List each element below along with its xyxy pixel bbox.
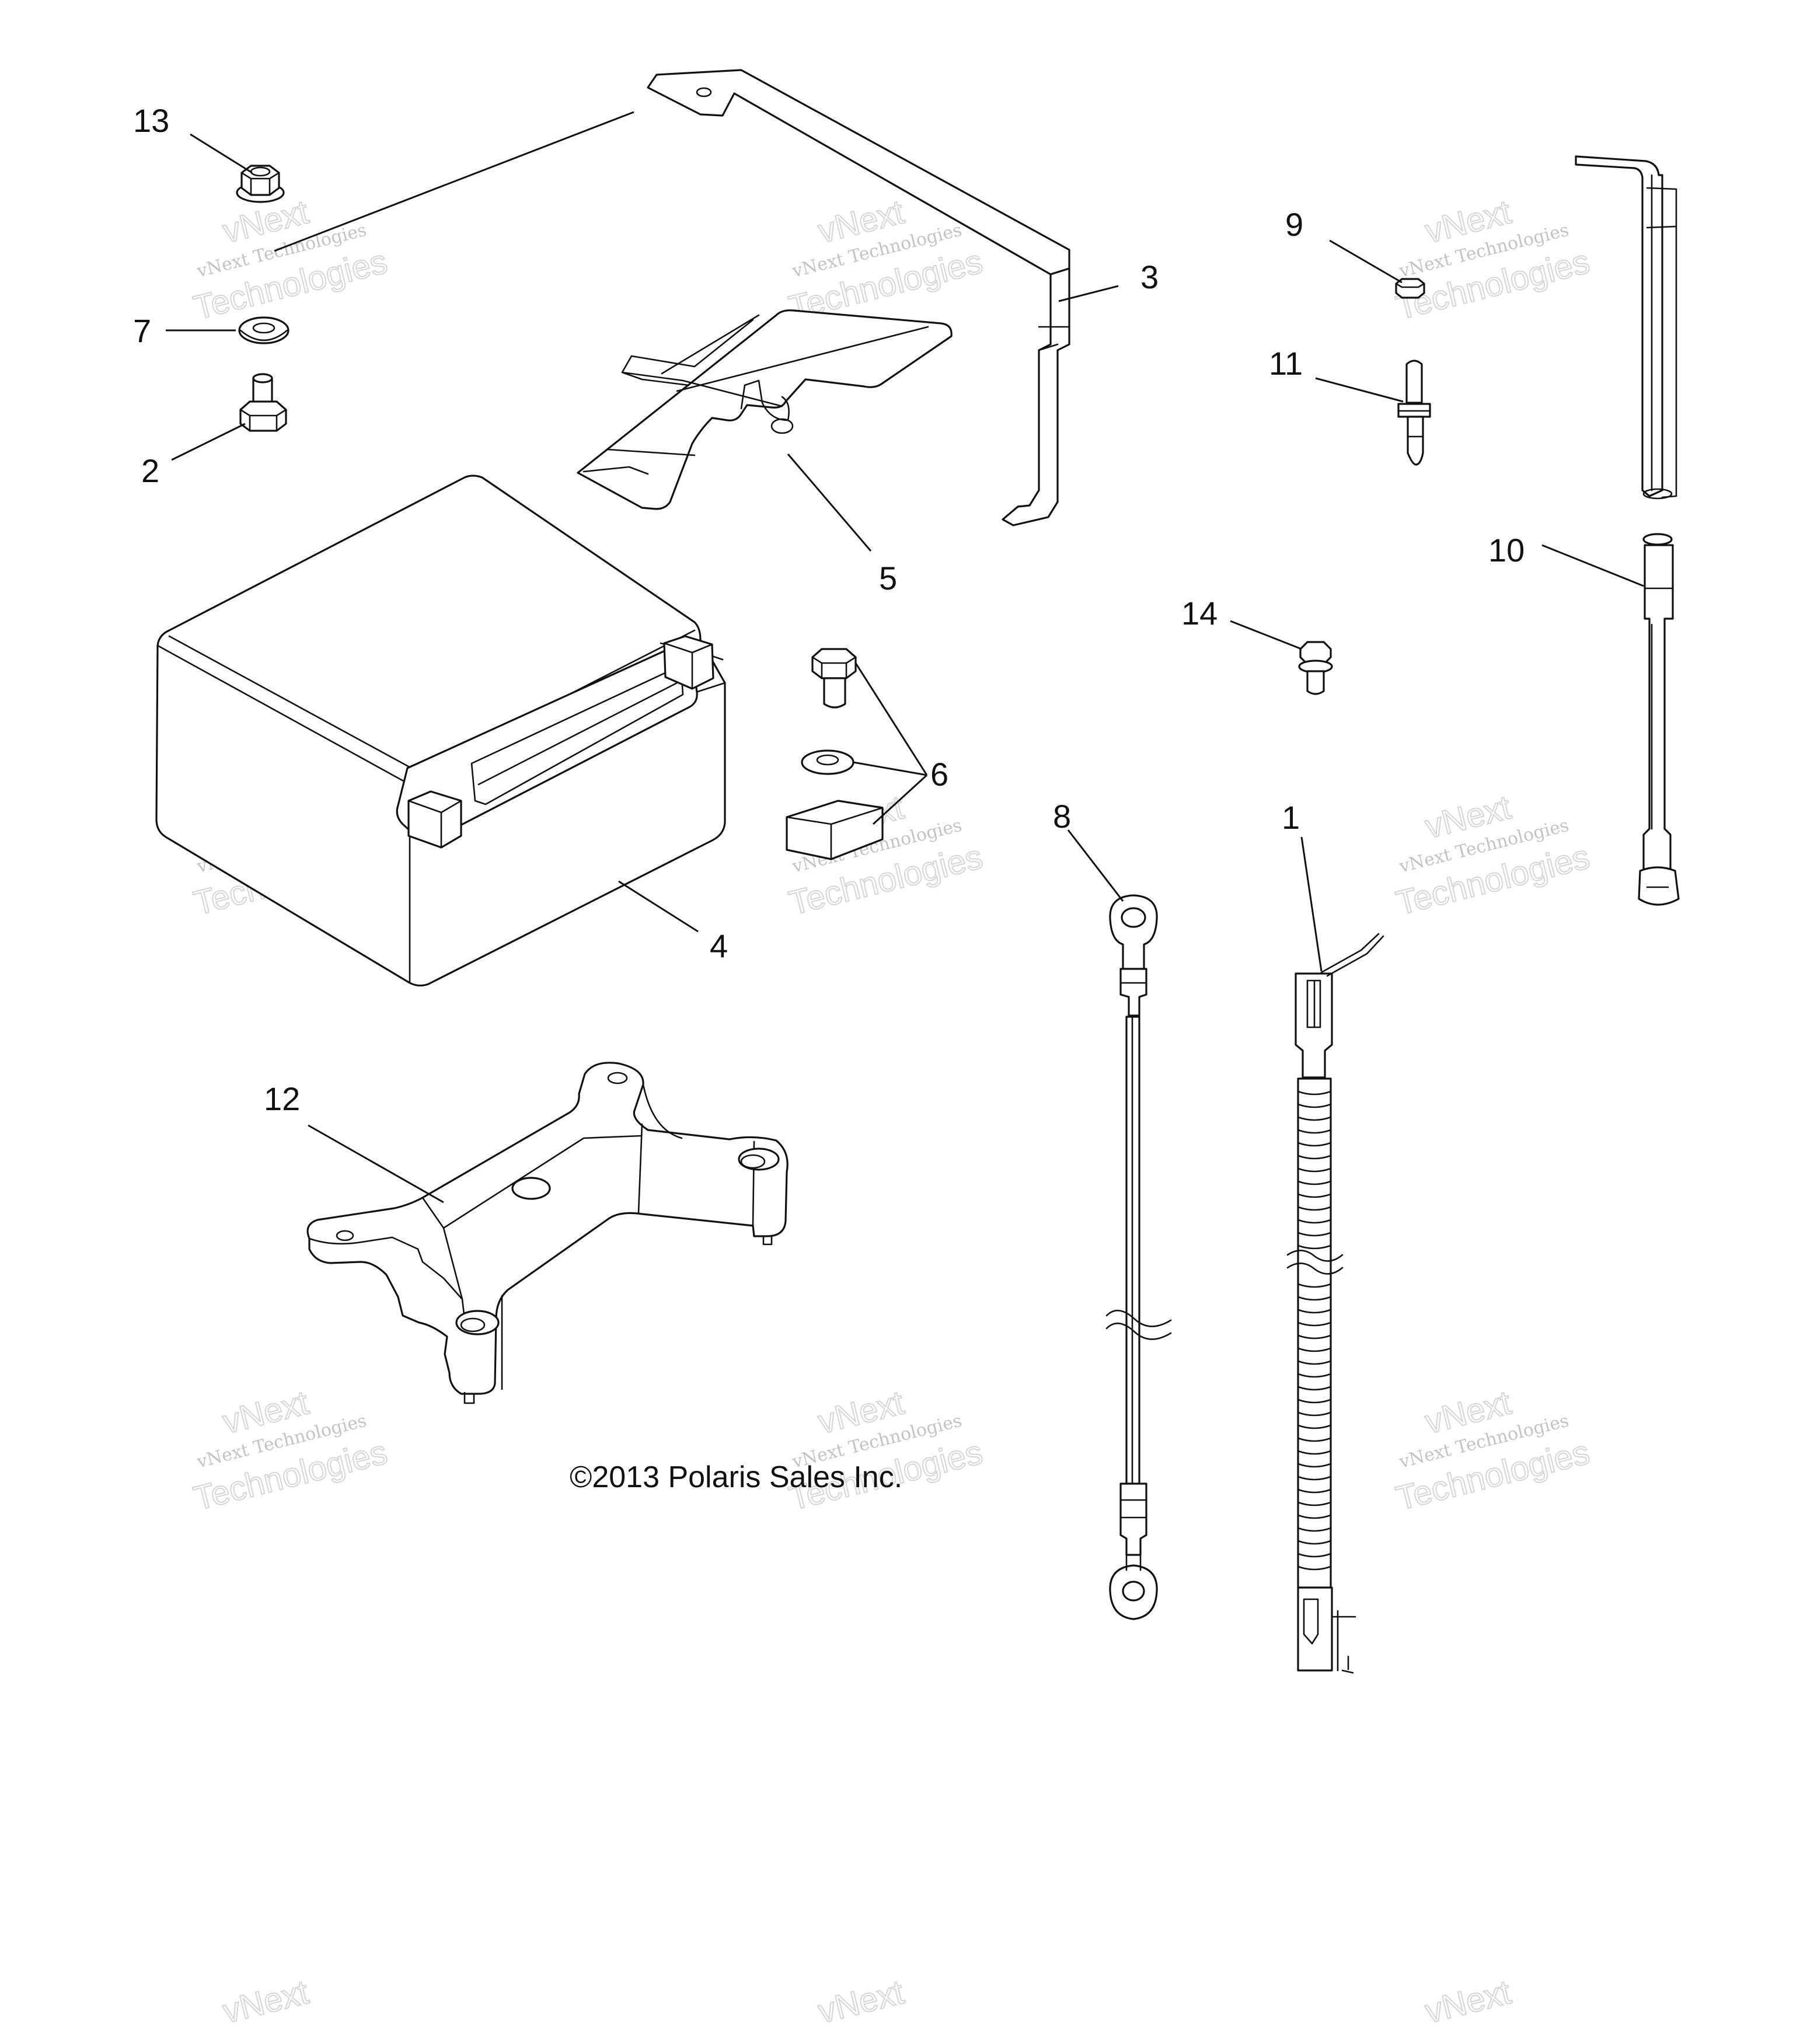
callout-1: 1 (1282, 799, 1300, 836)
leader-3 (1058, 285, 1119, 302)
callout-7: 7 (133, 312, 151, 349)
part-9-nut (1395, 278, 1425, 299)
part-4-battery (155, 475, 726, 987)
leader-1 (1300, 836, 1323, 972)
watermark: vNext vNext Technologies Technologies (1392, 192, 1594, 327)
callout-4: 4 (710, 927, 728, 964)
leader-6c (872, 774, 928, 825)
leader-10 (1541, 544, 1644, 587)
part-10-vent-tube (1575, 155, 1680, 906)
leader-4 (618, 880, 699, 933)
part-14-screw (1298, 641, 1333, 695)
part-2-bolt (239, 373, 287, 432)
leader-lines (166, 111, 1644, 1204)
leader-6b (853, 761, 927, 776)
callout-14: 14 (1181, 595, 1218, 632)
watermark-layer: vNext vNext Technologies Technologies vN… (190, 192, 1594, 2031)
callout-13: 13 (133, 102, 169, 139)
part-3-hold-down-strap (647, 69, 1070, 526)
callout-10: 10 (1488, 532, 1525, 568)
leader-11 (1315, 377, 1404, 403)
callout-6: 6 (930, 756, 948, 793)
part-1-positive-cable (1286, 933, 1384, 1674)
leader-13 (190, 133, 253, 174)
part-5-battery-pad (577, 309, 953, 510)
callout-2: 2 (141, 452, 159, 489)
watermark: vNext (218, 1972, 313, 2031)
watermark: vNext vNext Technologies Technologies (1392, 787, 1594, 923)
leader-9 (1329, 239, 1403, 284)
part-13-flange-nut (236, 165, 285, 203)
leader-2 (171, 423, 246, 461)
part-6-terminal-hardware (786, 648, 884, 860)
watermark: vNext vNext Technologies Technologies (190, 192, 392, 327)
leader-5 (787, 454, 872, 552)
callout-11: 11 (1269, 345, 1303, 382)
part-8-ground-cable (1105, 894, 1172, 1620)
svg-text:vNext: vNext (814, 1973, 908, 2031)
leader-8 (1067, 829, 1124, 902)
watermark: vNext (814, 1972, 908, 2031)
callout-5: 5 (879, 560, 897, 597)
watermark: vNext vNext Technologies Technologies (1392, 1383, 1594, 1518)
callout-12: 12 (264, 1080, 300, 1117)
part-12-battery-bracket (306, 1062, 789, 1404)
svg-text:vNext: vNext (1421, 1973, 1515, 2031)
svg-text:vNext: vNext (219, 1973, 312, 2031)
copyright-notice: ©2013 Polaris Sales Inc. (570, 1460, 902, 1494)
callout-9: 9 (1285, 206, 1303, 243)
leader-14 (1230, 620, 1302, 650)
watermark: vNext vNext Technologies Technologies (190, 1383, 392, 1518)
callout-labels: 13 7 2 3 5 4 6 12 9 11 10 14 8 1 (133, 102, 1525, 1117)
callout-8: 8 (1053, 798, 1071, 835)
leader-12 (308, 1124, 444, 1204)
leader-6a (854, 662, 928, 776)
part-7-lock-washer (238, 316, 289, 344)
leader-13-to-3 (274, 111, 634, 252)
watermark: vNext (1421, 1972, 1515, 2031)
watermark: vNext vNext Technologies Technologies (785, 1383, 987, 1518)
callout-3: 3 (1140, 259, 1159, 295)
part-11-stud (1397, 360, 1431, 466)
